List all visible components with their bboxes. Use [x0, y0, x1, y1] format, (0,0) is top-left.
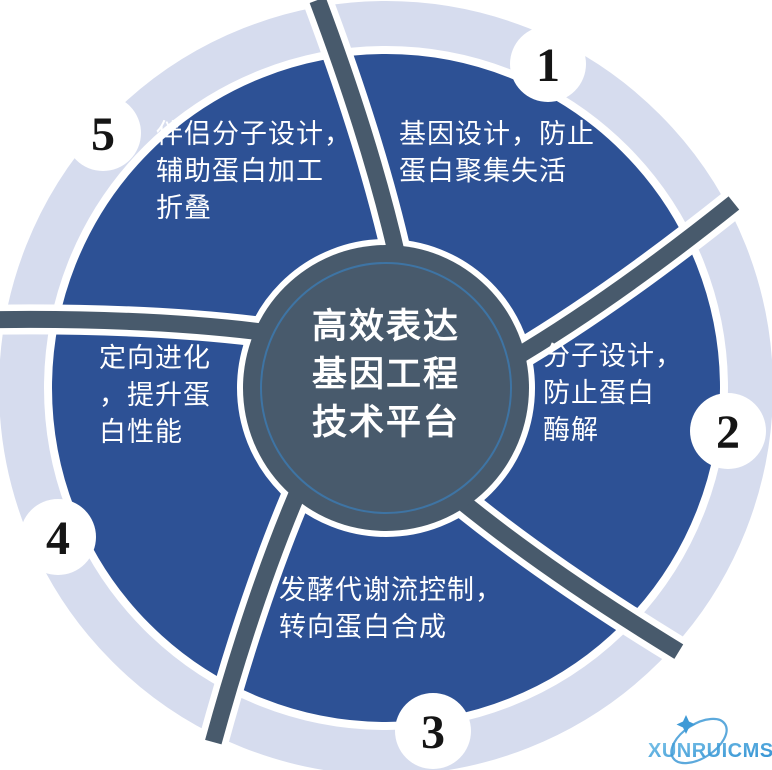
- segment-label-5-line-2: 辅助蛋白加工: [156, 156, 324, 186]
- divider-1-2: [499, 191, 744, 376]
- watermark-logo-text: XUNRUICMS: [648, 740, 772, 762]
- segment-label-1-line-2: 蛋白聚集失活: [399, 156, 567, 186]
- watermark-star-icon: [676, 715, 696, 734]
- segment-label-4-line-2: ，提升蛋: [99, 380, 211, 410]
- segment-label-3-line-2: 转向蛋白合成: [279, 612, 447, 642]
- segment-label-2-line-1: 分子设计，: [543, 341, 683, 371]
- center-circle: [243, 245, 529, 531]
- badge-circle-5: [65, 95, 141, 171]
- badge-circle-4: [20, 499, 96, 575]
- badge-number-1: 1: [536, 39, 560, 92]
- segment-label-1-line-1: 基因设计，防止: [399, 119, 595, 149]
- badge-number-3: 3: [421, 706, 445, 759]
- badge-circle-3: [395, 693, 471, 769]
- divider-5-1: [303, 0, 414, 268]
- center-title: 高效表达 基因工程 技术平台: [266, 303, 506, 447]
- badge-number-4: 4: [46, 512, 70, 565]
- step-badge-1: 1: [510, 26, 586, 102]
- step-badges: 1 2 3 4 5: [20, 26, 766, 769]
- segment-dividers: [0, 0, 744, 747]
- segment-label-4: 定向进化 ，提升蛋 白性能: [99, 340, 211, 451]
- center-title-line-2: 基因工程: [311, 355, 460, 394]
- segment-label-2-line-2: 防止蛋白: [543, 378, 655, 408]
- divider-4-5: [0, 304, 277, 349]
- center-title-line-3: 技术平台: [311, 403, 460, 442]
- segment-ring: [52, 54, 720, 722]
- segment-label-4-line-3: 白性能: [99, 417, 183, 447]
- segment-label-4-line-1: 定向进化: [99, 343, 211, 373]
- divider-2-3: [442, 481, 687, 665]
- divider-3-4: [198, 474, 317, 747]
- segment-label-3-line-1: 发酵代谢流控制，: [279, 575, 503, 605]
- segment-label-2-line-3: 酶解: [543, 415, 599, 445]
- step-badge-4: 4: [20, 499, 96, 575]
- segment-label-5-line-1: 伴侣分子设计，: [156, 119, 352, 149]
- segment-label-5: 伴侣分子设计， 辅助蛋白加工 折叠: [156, 116, 352, 227]
- badge-circle-1: [510, 26, 586, 102]
- step-badge-2: 2: [690, 393, 766, 469]
- center-title-line-1: 高效表达: [311, 307, 460, 346]
- step-badge-3: 3: [395, 693, 471, 769]
- badge-number-5: 5: [91, 108, 115, 161]
- badge-circle-2: [690, 393, 766, 469]
- badge-number-2: 2: [716, 406, 740, 459]
- segment-label-2: 分子设计， 防止蛋白 酶解: [543, 338, 683, 449]
- segment-label-1: 基因设计，防止 蛋白聚集失活: [399, 116, 595, 190]
- watermark-logo: XUNRUICMS: [648, 715, 772, 765]
- center-inner-arc: [260, 262, 512, 514]
- segment-label-3: 发酵代谢流控制， 转向蛋白合成: [279, 572, 503, 646]
- step-badge-5: 5: [65, 95, 141, 171]
- segment-label-5-line-3: 折叠: [156, 193, 212, 223]
